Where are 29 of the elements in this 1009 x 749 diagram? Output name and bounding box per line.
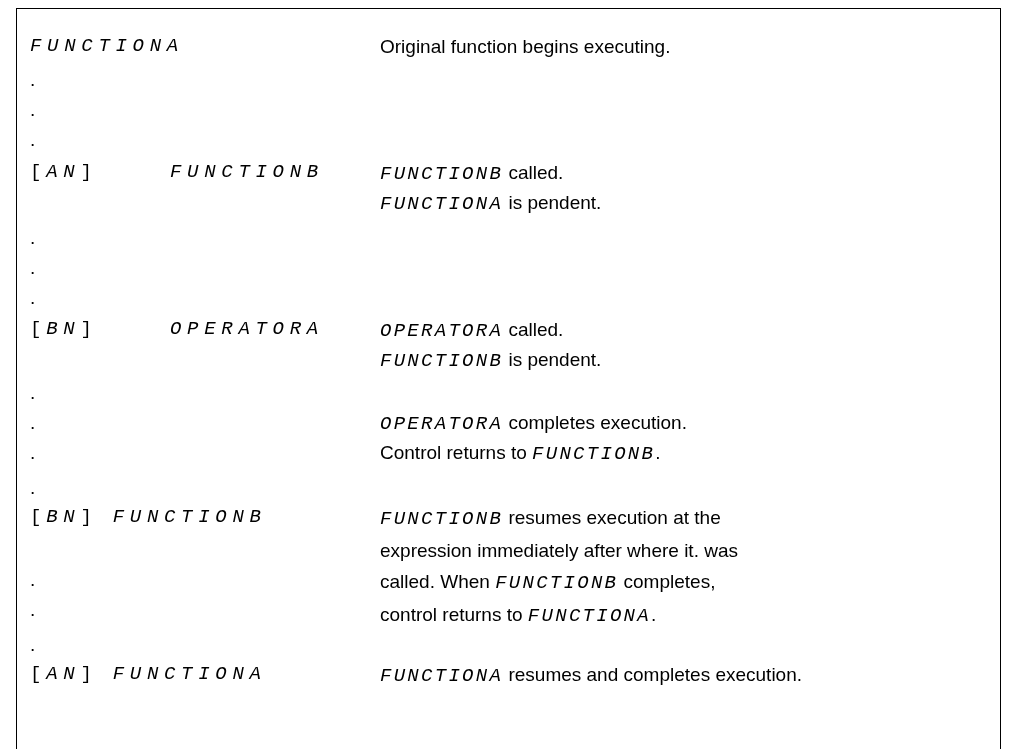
description: OPERATORA completes execution. — [380, 411, 687, 437]
ellipsis-dot: . — [30, 411, 36, 435]
description: Control returns to FUNCTIONB. — [380, 441, 661, 467]
description: FUNCTIONB resumes execution at the expression immediately after where it. was called. When FUNCTIONB completes, control returns to FUNCTIONA. — [380, 506, 739, 629]
ellipsis-dot: . — [30, 381, 36, 405]
return-marker: [BN] — [30, 317, 97, 342]
description: OPERATORA called. — [380, 318, 564, 344]
ellipsis-dot: . — [30, 568, 36, 592]
ellipsis-dot: . — [30, 128, 36, 152]
ellipsis-dot: . — [30, 441, 36, 465]
description: FUNCTIONA is pendent. — [380, 191, 602, 217]
function-name: FUNCTIONB — [170, 160, 324, 185]
return-marker: [AN] — [30, 160, 97, 185]
ellipsis-dot: . — [30, 256, 36, 280]
description: FUNCTIONB is pendent. — [380, 348, 602, 374]
return-entry: [AN] FUNCTIONA — [30, 662, 267, 687]
ellipsis-dot: . — [30, 286, 36, 310]
ellipsis-dot: . — [30, 68, 36, 92]
function-name: FUNCTIONA — [30, 34, 184, 59]
ellipsis-dot: . — [30, 598, 36, 622]
ellipsis-dot: . — [30, 98, 36, 122]
ellipsis-dot: . — [30, 226, 36, 250]
operator-name: OPERATORA — [170, 317, 324, 342]
ellipsis-dot: . — [30, 633, 36, 657]
ellipsis-dot: . — [30, 476, 36, 500]
return-entry: [BN] FUNCTIONB — [30, 505, 267, 530]
description: FUNCTIONA resumes and completes execution. — [380, 663, 803, 689]
description: FUNCTIONB called. — [380, 161, 564, 187]
description: Original function begins executing. — [380, 35, 671, 59]
